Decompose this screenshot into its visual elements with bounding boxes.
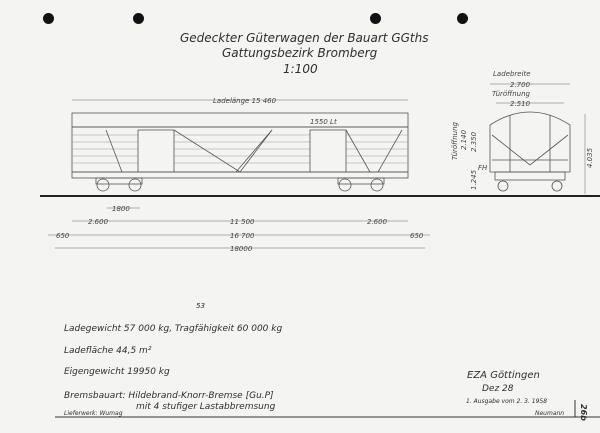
drawing-scale: 1:100 xyxy=(283,62,318,76)
dim-bogie-centres: 11 500 xyxy=(230,218,255,226)
door-opening-side-label: Türöffnung xyxy=(451,121,459,160)
end-view xyxy=(489,111,571,192)
ladebreite-label: Ladebreite xyxy=(493,70,531,78)
spec-lieferwerk: Lieferwerk: Wumag xyxy=(64,410,123,417)
dim-right-overhang: 2.600 xyxy=(367,218,388,226)
door-opening-width: 2.510 xyxy=(510,100,531,108)
dim-buffer-right: 650 xyxy=(410,232,424,240)
punch-hole xyxy=(370,13,381,24)
drawing-subtitle: Gattungsbezirk Bromberg xyxy=(222,46,378,60)
dim-left-overhang: 2.600 xyxy=(88,218,109,226)
drawing-title: Gedeckter Güterwagen der Bauart GGths xyxy=(180,31,429,45)
issue-date: 1. Ausgabe vom 2. 3. 1958 xyxy=(466,398,548,405)
spec-ladeflaeche: Ladefläche 44,5 m² xyxy=(64,346,152,356)
correction-note: 53 xyxy=(196,302,205,310)
punch-hole xyxy=(133,13,144,24)
signature: Neumann xyxy=(535,410,565,417)
punch-hole xyxy=(43,13,54,24)
ladelaenge-label: Ladelänge 15 460 xyxy=(213,97,277,105)
door-width-label: 1550 Lt xyxy=(310,118,337,126)
bogie-left xyxy=(95,177,143,192)
dim-buffer-left: 650 xyxy=(56,232,70,240)
door-opening-label: Türöffnung xyxy=(492,90,531,98)
inner-height: 2.350 xyxy=(470,131,478,152)
dim-bogie-wheelbase: 1800 xyxy=(112,205,130,213)
dim-length-over-buffers: 18000 xyxy=(230,245,253,253)
spec-ladegewicht: Ladegewicht 57 000 kg, Tragfähigkeit 60 … xyxy=(64,324,283,334)
office-name: EZA Göttingen xyxy=(467,370,540,381)
department: Dez 28 xyxy=(482,384,514,394)
total-height: 4.035 xyxy=(586,147,594,168)
floor-height: 1.245 xyxy=(470,169,478,190)
bogie-right xyxy=(337,177,385,192)
punch-hole xyxy=(457,13,468,24)
spec-bremsbauart-2: mit 4 stufiger Lastabbremsung xyxy=(136,402,276,412)
spec-bremsbauart: Bremsbauart: Hildebrand-Knorr-Bremse [Gu… xyxy=(64,391,274,401)
fh-label: FH xyxy=(478,164,488,172)
dim-body-length: 16 700 xyxy=(230,232,255,240)
ladebreite-value: 2.700 xyxy=(510,81,531,89)
spec-eigengewicht: Eigengewicht 19950 kg xyxy=(64,367,170,377)
sheet-number: 26b xyxy=(579,404,588,421)
side-view xyxy=(71,112,409,192)
door-opening-height: 2.140 xyxy=(460,129,468,150)
